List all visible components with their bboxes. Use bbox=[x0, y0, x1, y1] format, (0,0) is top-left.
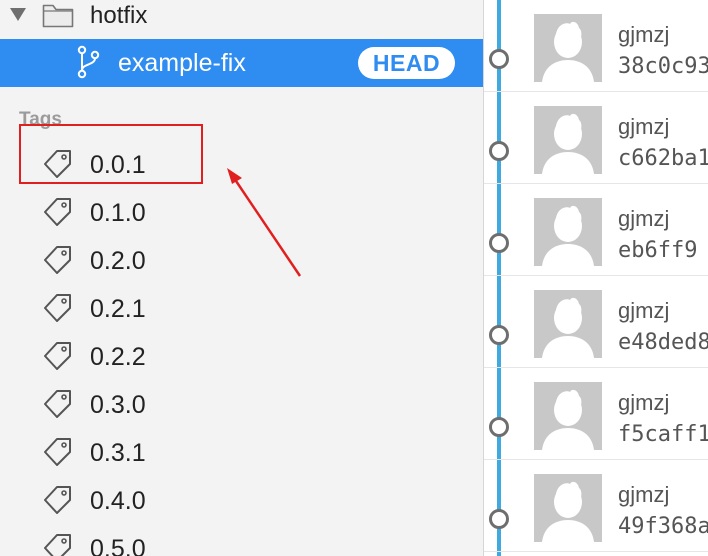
tag-icon bbox=[44, 486, 71, 514]
commit-author: gjmzj bbox=[618, 482, 670, 507]
tag-item[interactable]: 0.5.0 bbox=[0, 528, 483, 556]
commit-author: gjmzj bbox=[618, 114, 670, 139]
commit-node-icon bbox=[489, 417, 509, 437]
head-badge: HEAD bbox=[358, 47, 455, 79]
avatar bbox=[534, 14, 602, 82]
commit-author: gjmzj bbox=[618, 206, 670, 231]
timeline-line bbox=[497, 0, 501, 556]
commit-row[interactable]: gjmzj e48ded8 bbox=[484, 276, 708, 368]
avatar bbox=[534, 382, 602, 450]
commit-author: gjmzj bbox=[618, 390, 670, 415]
folder-icon bbox=[42, 4, 74, 28]
tag-icon bbox=[44, 390, 71, 418]
commit-hash: e48ded8 bbox=[618, 330, 708, 355]
disclosure-triangle-icon[interactable] bbox=[10, 8, 26, 21]
tag-item[interactable]: 0.4.0 bbox=[0, 480, 483, 524]
commit-hash: c662ba1 bbox=[618, 146, 708, 171]
commit-node-icon bbox=[489, 233, 509, 253]
commit-hash: 38c0c93 bbox=[618, 54, 708, 79]
tag-item[interactable]: 0.1.0 bbox=[0, 192, 483, 236]
tag-icon bbox=[44, 294, 71, 322]
sidebar-item-example-fix[interactable]: example-fix HEAD bbox=[0, 39, 483, 87]
tag-item[interactable]: 0.2.2 bbox=[0, 336, 483, 380]
tag-label: 0.3.0 bbox=[90, 391, 146, 419]
avatar bbox=[534, 474, 602, 542]
commit-node-icon bbox=[489, 141, 509, 161]
commit-node-icon bbox=[489, 509, 509, 529]
avatar bbox=[534, 290, 602, 358]
annotation-highlight-box bbox=[19, 124, 203, 184]
tag-item[interactable]: 0.2.1 bbox=[0, 288, 483, 332]
commit-author: gjmzj bbox=[618, 22, 670, 47]
tag-label: 0.3.1 bbox=[90, 439, 146, 467]
tag-icon bbox=[44, 246, 71, 274]
commit-row[interactable]: gjmzj c662ba1 bbox=[484, 92, 708, 184]
commit-author: gjmzj bbox=[618, 298, 670, 323]
commit-row[interactable]: gjmzj 49f368a bbox=[484, 460, 708, 552]
sidebar-item-label: hotfix bbox=[90, 2, 148, 29]
tag-item[interactable]: 0.3.1 bbox=[0, 432, 483, 476]
commit-hash: f5caff1 bbox=[618, 422, 708, 447]
tag-icon bbox=[44, 150, 71, 178]
avatar bbox=[534, 106, 602, 174]
tag-item[interactable]: 0.3.0 bbox=[0, 384, 483, 428]
tag-label: 0.1.0 bbox=[90, 199, 146, 227]
tag-label: 0.2.1 bbox=[90, 295, 146, 323]
tag-icon bbox=[44, 342, 71, 370]
tag-label: 0.2.2 bbox=[90, 343, 146, 371]
tag-icon bbox=[44, 438, 71, 466]
tag-label: 0.0.1 bbox=[90, 151, 146, 179]
sidebar-item-hotfix-folder[interactable]: hotfix bbox=[0, 0, 483, 36]
commit-hash: 49f368a bbox=[618, 514, 708, 539]
tag-icon bbox=[44, 198, 71, 226]
commit-node-icon bbox=[489, 325, 509, 345]
tag-icon bbox=[44, 534, 71, 556]
sidebar-item-label: example-fix bbox=[118, 49, 246, 77]
commit-row[interactable]: gjmzj eb6ff9 bbox=[484, 184, 708, 276]
commit-hash: eb6ff9 bbox=[618, 238, 698, 263]
tag-label: 0.2.0 bbox=[90, 247, 146, 275]
tag-item[interactable]: 0.2.0 bbox=[0, 240, 483, 284]
tag-label: 0.4.0 bbox=[90, 487, 146, 515]
annotation-arrow-icon bbox=[227, 168, 302, 277]
commit-node-icon bbox=[489, 49, 509, 69]
avatar bbox=[534, 198, 602, 266]
commit-row[interactable]: gjmzj 38c0c93 bbox=[484, 0, 708, 92]
commit-row[interactable]: gjmzj f5caff1 bbox=[484, 368, 708, 460]
branch-icon bbox=[77, 45, 100, 79]
tag-item[interactable]: 0.0.1 bbox=[0, 144, 483, 188]
tag-label: 0.5.0 bbox=[90, 535, 146, 556]
